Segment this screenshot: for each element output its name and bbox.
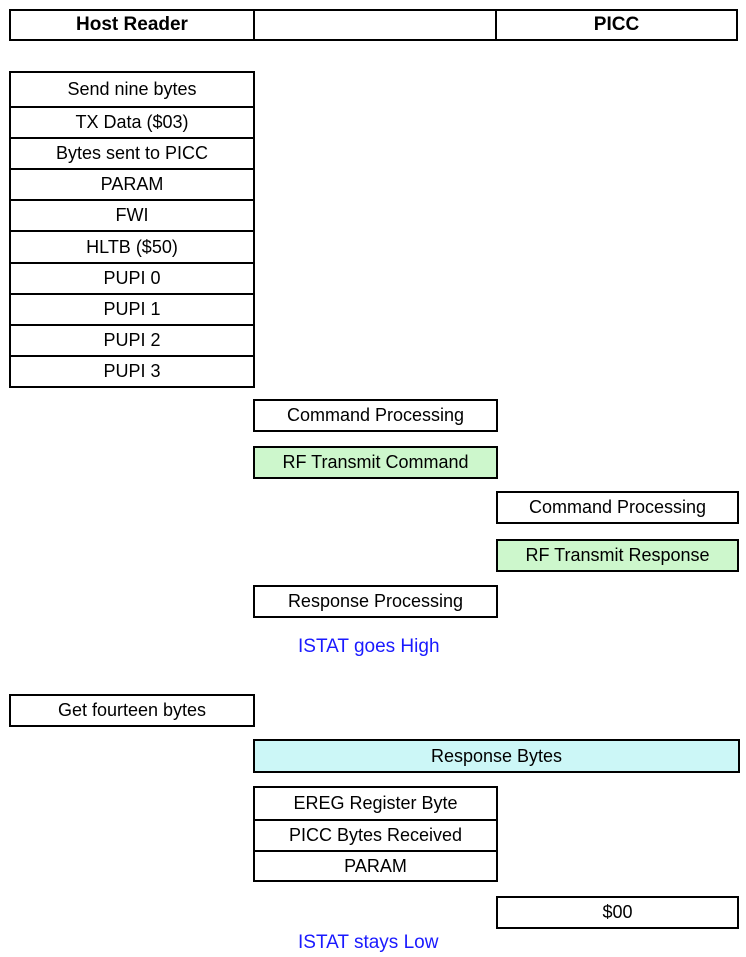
stack-cell-response-param: PARAM: [255, 850, 496, 880]
stack-cell-param: PARAM: [11, 168, 253, 199]
stack-cell-pupi-2: PUPI 2: [11, 324, 253, 355]
rf-transmit-response-box: RF Transmit Response: [496, 539, 739, 572]
stack-cell-hltb: HLTB ($50): [11, 230, 253, 262]
header-picc: PICC: [593, 14, 640, 35]
stack-cell-bytes-sent: Bytes sent to PICC: [11, 137, 253, 168]
command-processing-reader-box: Command Processing: [253, 399, 498, 432]
rf-transmit-command-box: RF Transmit Command: [253, 446, 498, 479]
stack-cell-picc-bytes-received: PICC Bytes Received: [255, 819, 496, 850]
stack-cell-pupi-0: PUPI 0: [11, 262, 253, 293]
istat-high-note: ISTAT goes High: [298, 636, 440, 657]
header-middle: [255, 11, 497, 39]
response-bytes-stack: EREG Register Byte PICC Bytes Received P…: [253, 786, 498, 882]
stack-cell-send-nine-bytes: Send nine bytes: [67, 79, 197, 99]
stack-cell-pupi-3: PUPI 3: [11, 355, 253, 386]
column-header-row: Host Reader PICC: [9, 9, 738, 41]
stack-cell-fwi: FWI: [11, 199, 253, 230]
send-bytes-stack: Send nine bytes TX Data ($03) Bytes sent…: [9, 71, 255, 388]
command-processing-picc-box: Command Processing: [496, 491, 739, 524]
stack-cell-pupi-1: PUPI 1: [11, 293, 253, 324]
response-processing-box: Response Processing: [253, 585, 498, 618]
get-bytes-box: Get fourteen bytes: [9, 694, 255, 727]
stack-cell-ereg-register-byte: EREG Register Byte: [293, 793, 458, 813]
istat-low-note: ISTAT stays Low: [298, 932, 439, 953]
final-value-box: $00: [496, 896, 739, 929]
response-bytes-box: Response Bytes: [253, 739, 740, 773]
header-host-reader: Host Reader: [11, 11, 255, 39]
stack-cell-tx-data: TX Data ($03): [11, 106, 253, 137]
